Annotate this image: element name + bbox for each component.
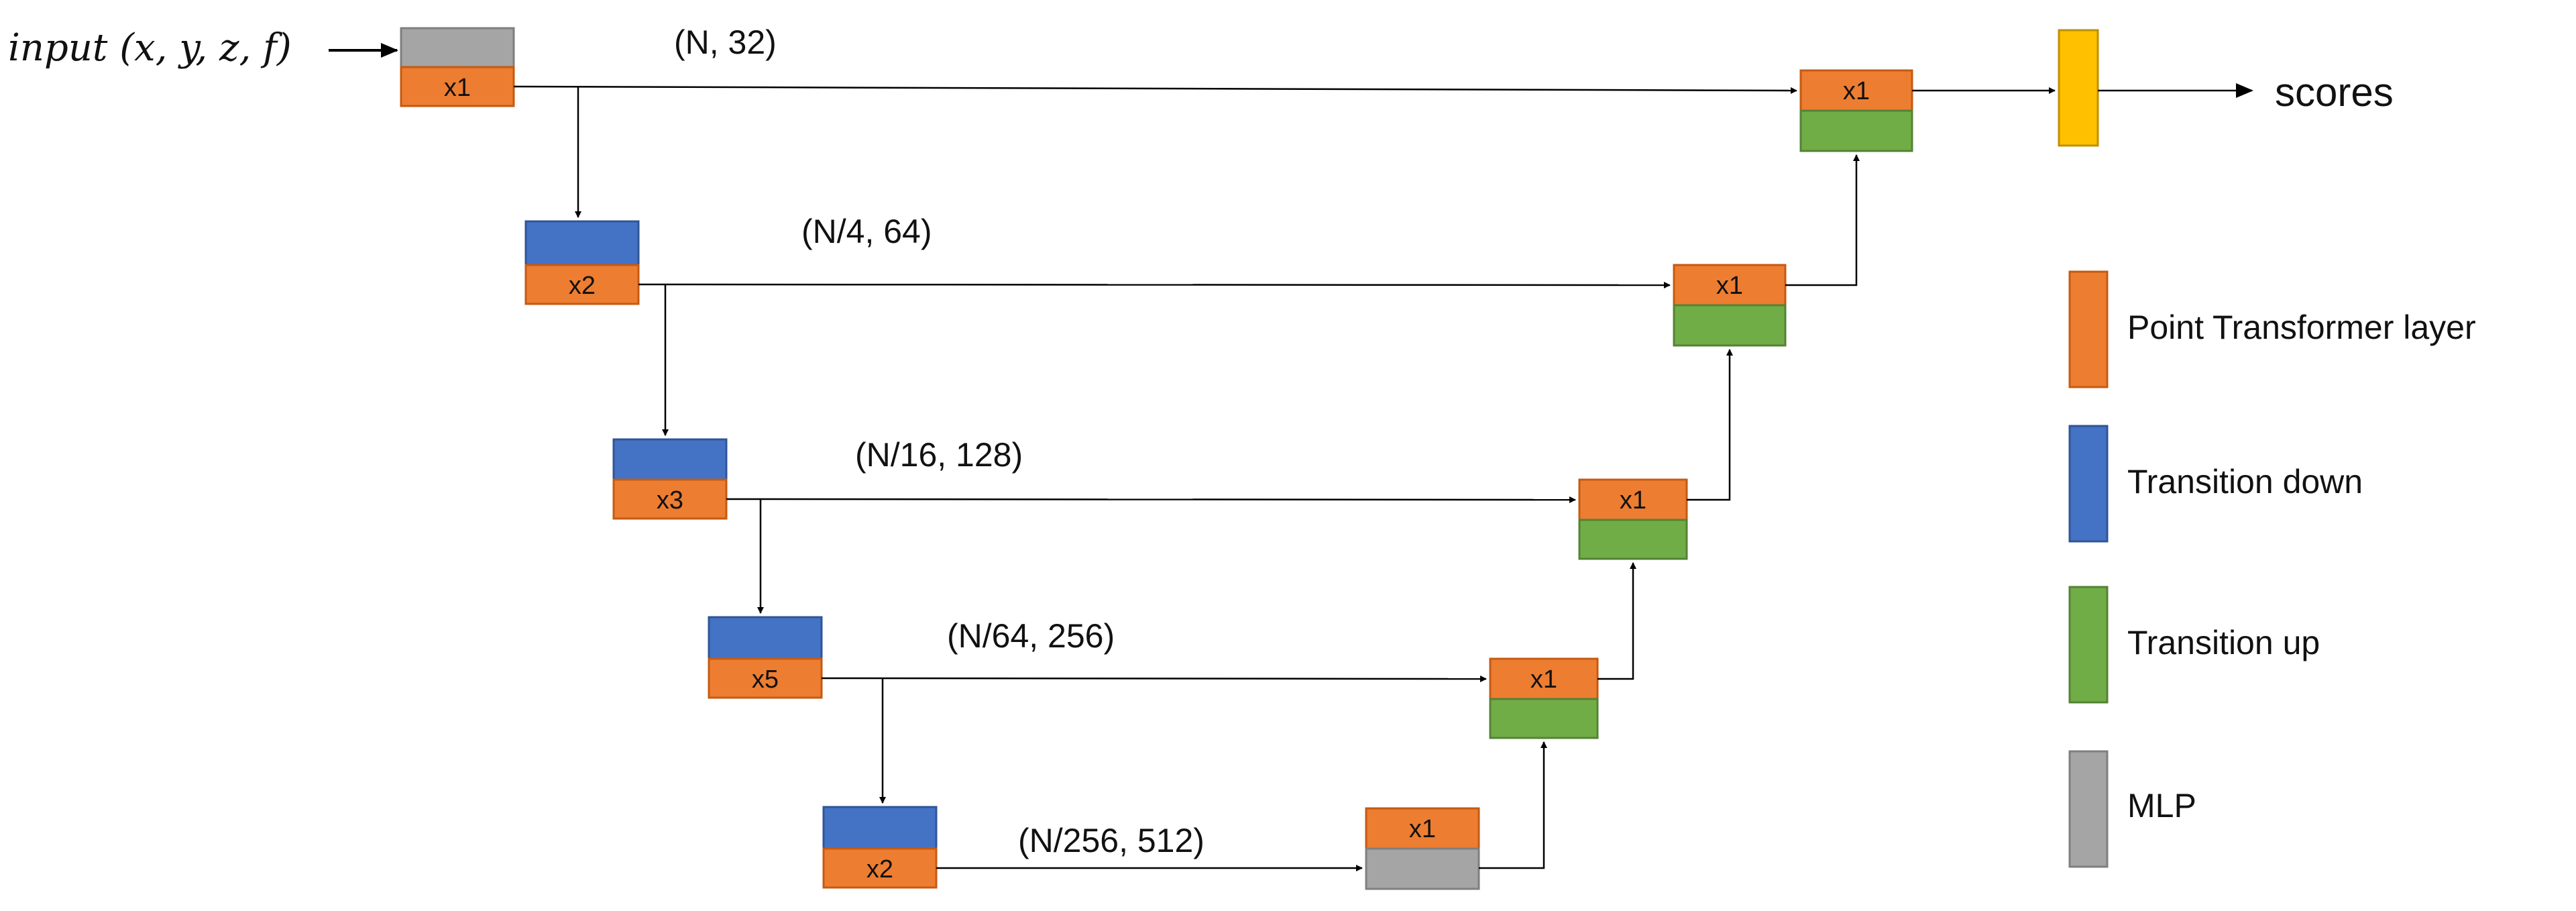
encoder-stage-1: x1 xyxy=(400,27,515,107)
decoder-stage-1: x1 xyxy=(1799,69,1913,152)
point-transformer-block xyxy=(524,264,640,305)
skip-connection-arrow xyxy=(821,675,1487,682)
legend-label: Transition down xyxy=(2127,463,2363,500)
transition-up-block xyxy=(1578,519,1688,560)
point-transformer-block xyxy=(1673,264,1787,307)
skip-connection-arrow xyxy=(638,281,1671,288)
point-transformer-block xyxy=(1365,807,1480,850)
output-head-block xyxy=(2058,29,2099,147)
input-label: input (x, y, z, f) xyxy=(8,26,292,70)
transition-up-block xyxy=(1673,304,1787,347)
up-arrow xyxy=(1785,154,1860,286)
repeat-label: x2 xyxy=(866,855,893,883)
skip-connections xyxy=(513,85,1797,871)
encoder-stage-3: x3 xyxy=(612,438,728,520)
repeat-label: x1 xyxy=(1716,272,1743,300)
up-arrow xyxy=(1687,349,1733,501)
encoder-stage-2: x2 xyxy=(524,220,640,305)
legend-item-mlp: MLP xyxy=(2068,750,2196,868)
scores-label: scores xyxy=(2275,70,2394,115)
skip-connection-arrow xyxy=(513,85,1797,94)
dims-label: (N/256, 512) xyxy=(1018,822,1205,859)
repeat-label: x1 xyxy=(444,74,471,102)
skip-connection-arrow xyxy=(726,496,1576,503)
mlp-block xyxy=(1365,847,1480,890)
dims-label: (N/64, 256) xyxy=(947,617,1115,655)
legend-label: MLP xyxy=(2127,787,2196,824)
legend-swatch xyxy=(2068,586,2109,704)
repeat-label: x1 xyxy=(1620,486,1646,515)
legend-item-transition-up: Transition up xyxy=(2068,586,2320,704)
decoder-stage-2: x1 xyxy=(1673,264,1787,347)
point-transformer-block xyxy=(612,478,728,520)
legend-item-transition-down: Transition down xyxy=(2068,425,2363,543)
repeat-label: x1 xyxy=(1409,815,1436,843)
upsample-path xyxy=(1479,154,1860,869)
downsample-path xyxy=(575,87,886,804)
transition-up-block xyxy=(1489,698,1599,739)
dims-label: (N/4, 64) xyxy=(801,213,932,250)
repeat-label: x1 xyxy=(1530,665,1557,694)
legend-swatch xyxy=(2068,270,2109,388)
encoder-stage-5: x2 xyxy=(822,806,938,889)
transition-up-block xyxy=(1799,109,1913,152)
legend-item-point-transformer: Point Transformer layer xyxy=(2068,270,2476,388)
repeat-label: x3 xyxy=(657,486,683,515)
transition-down-block xyxy=(612,438,728,481)
legend-swatch xyxy=(2068,750,2109,868)
bottleneck-stage: x1 xyxy=(1365,807,1480,890)
legend-swatch xyxy=(2068,425,2109,543)
legend-label: Point Transformer layer xyxy=(2127,309,2476,346)
encoder-stage-4: x5 xyxy=(708,616,823,699)
dims-label: (N, 32) xyxy=(674,23,777,61)
repeat-label: x1 xyxy=(1843,77,1870,105)
decoder-stage-4: x1 xyxy=(1489,657,1599,739)
mlp-block xyxy=(400,27,515,68)
repeat-label: x5 xyxy=(752,665,779,694)
legend-label: Transition up xyxy=(2127,624,2320,661)
transition-down-block xyxy=(524,220,640,266)
repeat-label: x2 xyxy=(569,272,596,300)
point-transformer-block xyxy=(400,66,515,107)
transition-down-block xyxy=(708,616,823,660)
legend: Point Transformer layer Transition down … xyxy=(2068,270,2476,868)
up-arrow xyxy=(1479,741,1547,869)
decoder-stage-3: x1 xyxy=(1578,478,1688,560)
transition-down-block xyxy=(822,806,938,850)
up-arrow xyxy=(1598,562,1636,680)
point-transformer-block xyxy=(1799,69,1913,112)
dims-label: (N/16, 128) xyxy=(855,436,1023,474)
